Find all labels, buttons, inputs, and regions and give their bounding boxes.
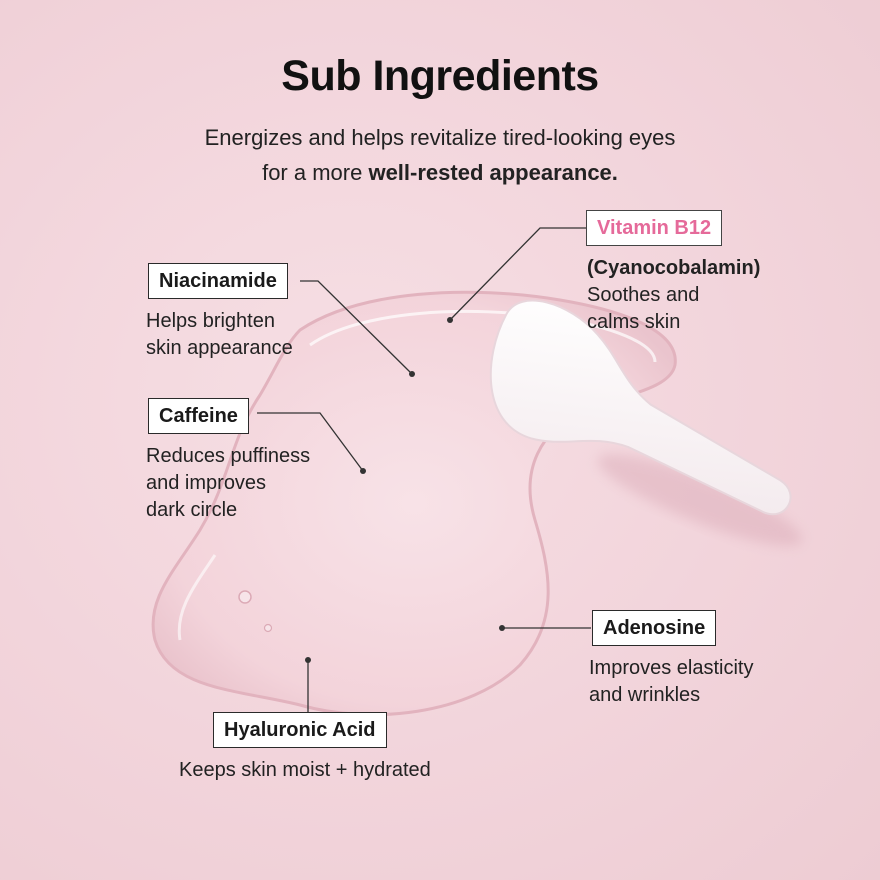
- pointer-dot-hyaluronic: [305, 657, 311, 663]
- pointer-dot-caffeine: [360, 468, 366, 474]
- desc-niacinamide: Helps brighten skin appearance: [146, 308, 293, 362]
- label-hyaluronic-acid: Hyaluronic Acid: [213, 712, 387, 748]
- desc-vitamin-b12-subname: (Cyanocobalamin): [587, 257, 761, 279]
- leader-line-vitamin-b12: [449, 227, 586, 321]
- desc-caffeine: Reduces puffiness and improves dark circ…: [146, 443, 310, 524]
- desc-hyaluronic-acid: Keeps skin moist + hydrated: [179, 757, 431, 784]
- desc-niacinamide-line1: Helps brighten: [146, 310, 275, 332]
- subtitle-line-1: Energizes and helps revitalize tired-loo…: [204, 125, 676, 150]
- label-niacinamide: Niacinamide: [148, 263, 288, 299]
- desc-adenosine: Improves elasticity and wrinkles: [589, 655, 754, 709]
- pointer-dot-adenosine: [499, 625, 505, 631]
- desc-vitamin-b12-line1: Soothes and: [587, 284, 700, 306]
- desc-caffeine-line2: and improves: [146, 472, 267, 494]
- desc-adenosine-line2: and wrinkles: [589, 684, 701, 706]
- subtitle-bold: well-rested appearance.: [368, 160, 618, 185]
- desc-adenosine-line1: Improves elasticity: [589, 657, 754, 679]
- label-caffeine: Caffeine: [148, 398, 249, 434]
- subtitle-plain: for a more: [262, 160, 369, 185]
- desc-vitamin-b12: (Cyanocobalamin) Soothes and calms skin: [587, 255, 760, 336]
- desc-niacinamide-line2: skin appearance: [146, 337, 293, 359]
- page-subtitle: Energizes and helps revitalize tired-loo…: [0, 120, 880, 190]
- leader-line-caffeine: [257, 412, 364, 472]
- desc-caffeine-line1: Reduces puffiness: [146, 445, 311, 467]
- page-title: Sub Ingredients: [281, 52, 599, 100]
- desc-caffeine-line3: dark circle: [146, 499, 238, 521]
- label-adenosine: Adenosine: [592, 610, 717, 646]
- leader-line-niacinamide: [300, 280, 413, 375]
- pointer-dot-niacinamide: [409, 371, 415, 377]
- spatula: [489, 299, 792, 516]
- pointer-dot-vitamin-b12: [447, 317, 453, 323]
- label-vitamin-b12: Vitamin B12: [586, 210, 723, 246]
- desc-vitamin-b12-line2: calms skin: [587, 311, 681, 333]
- desc-hyaluronic-acid-line1: Keeps skin moist + hydrated: [179, 759, 431, 781]
- subtitle-line-2: for a more well-rested appearance.: [0, 155, 880, 190]
